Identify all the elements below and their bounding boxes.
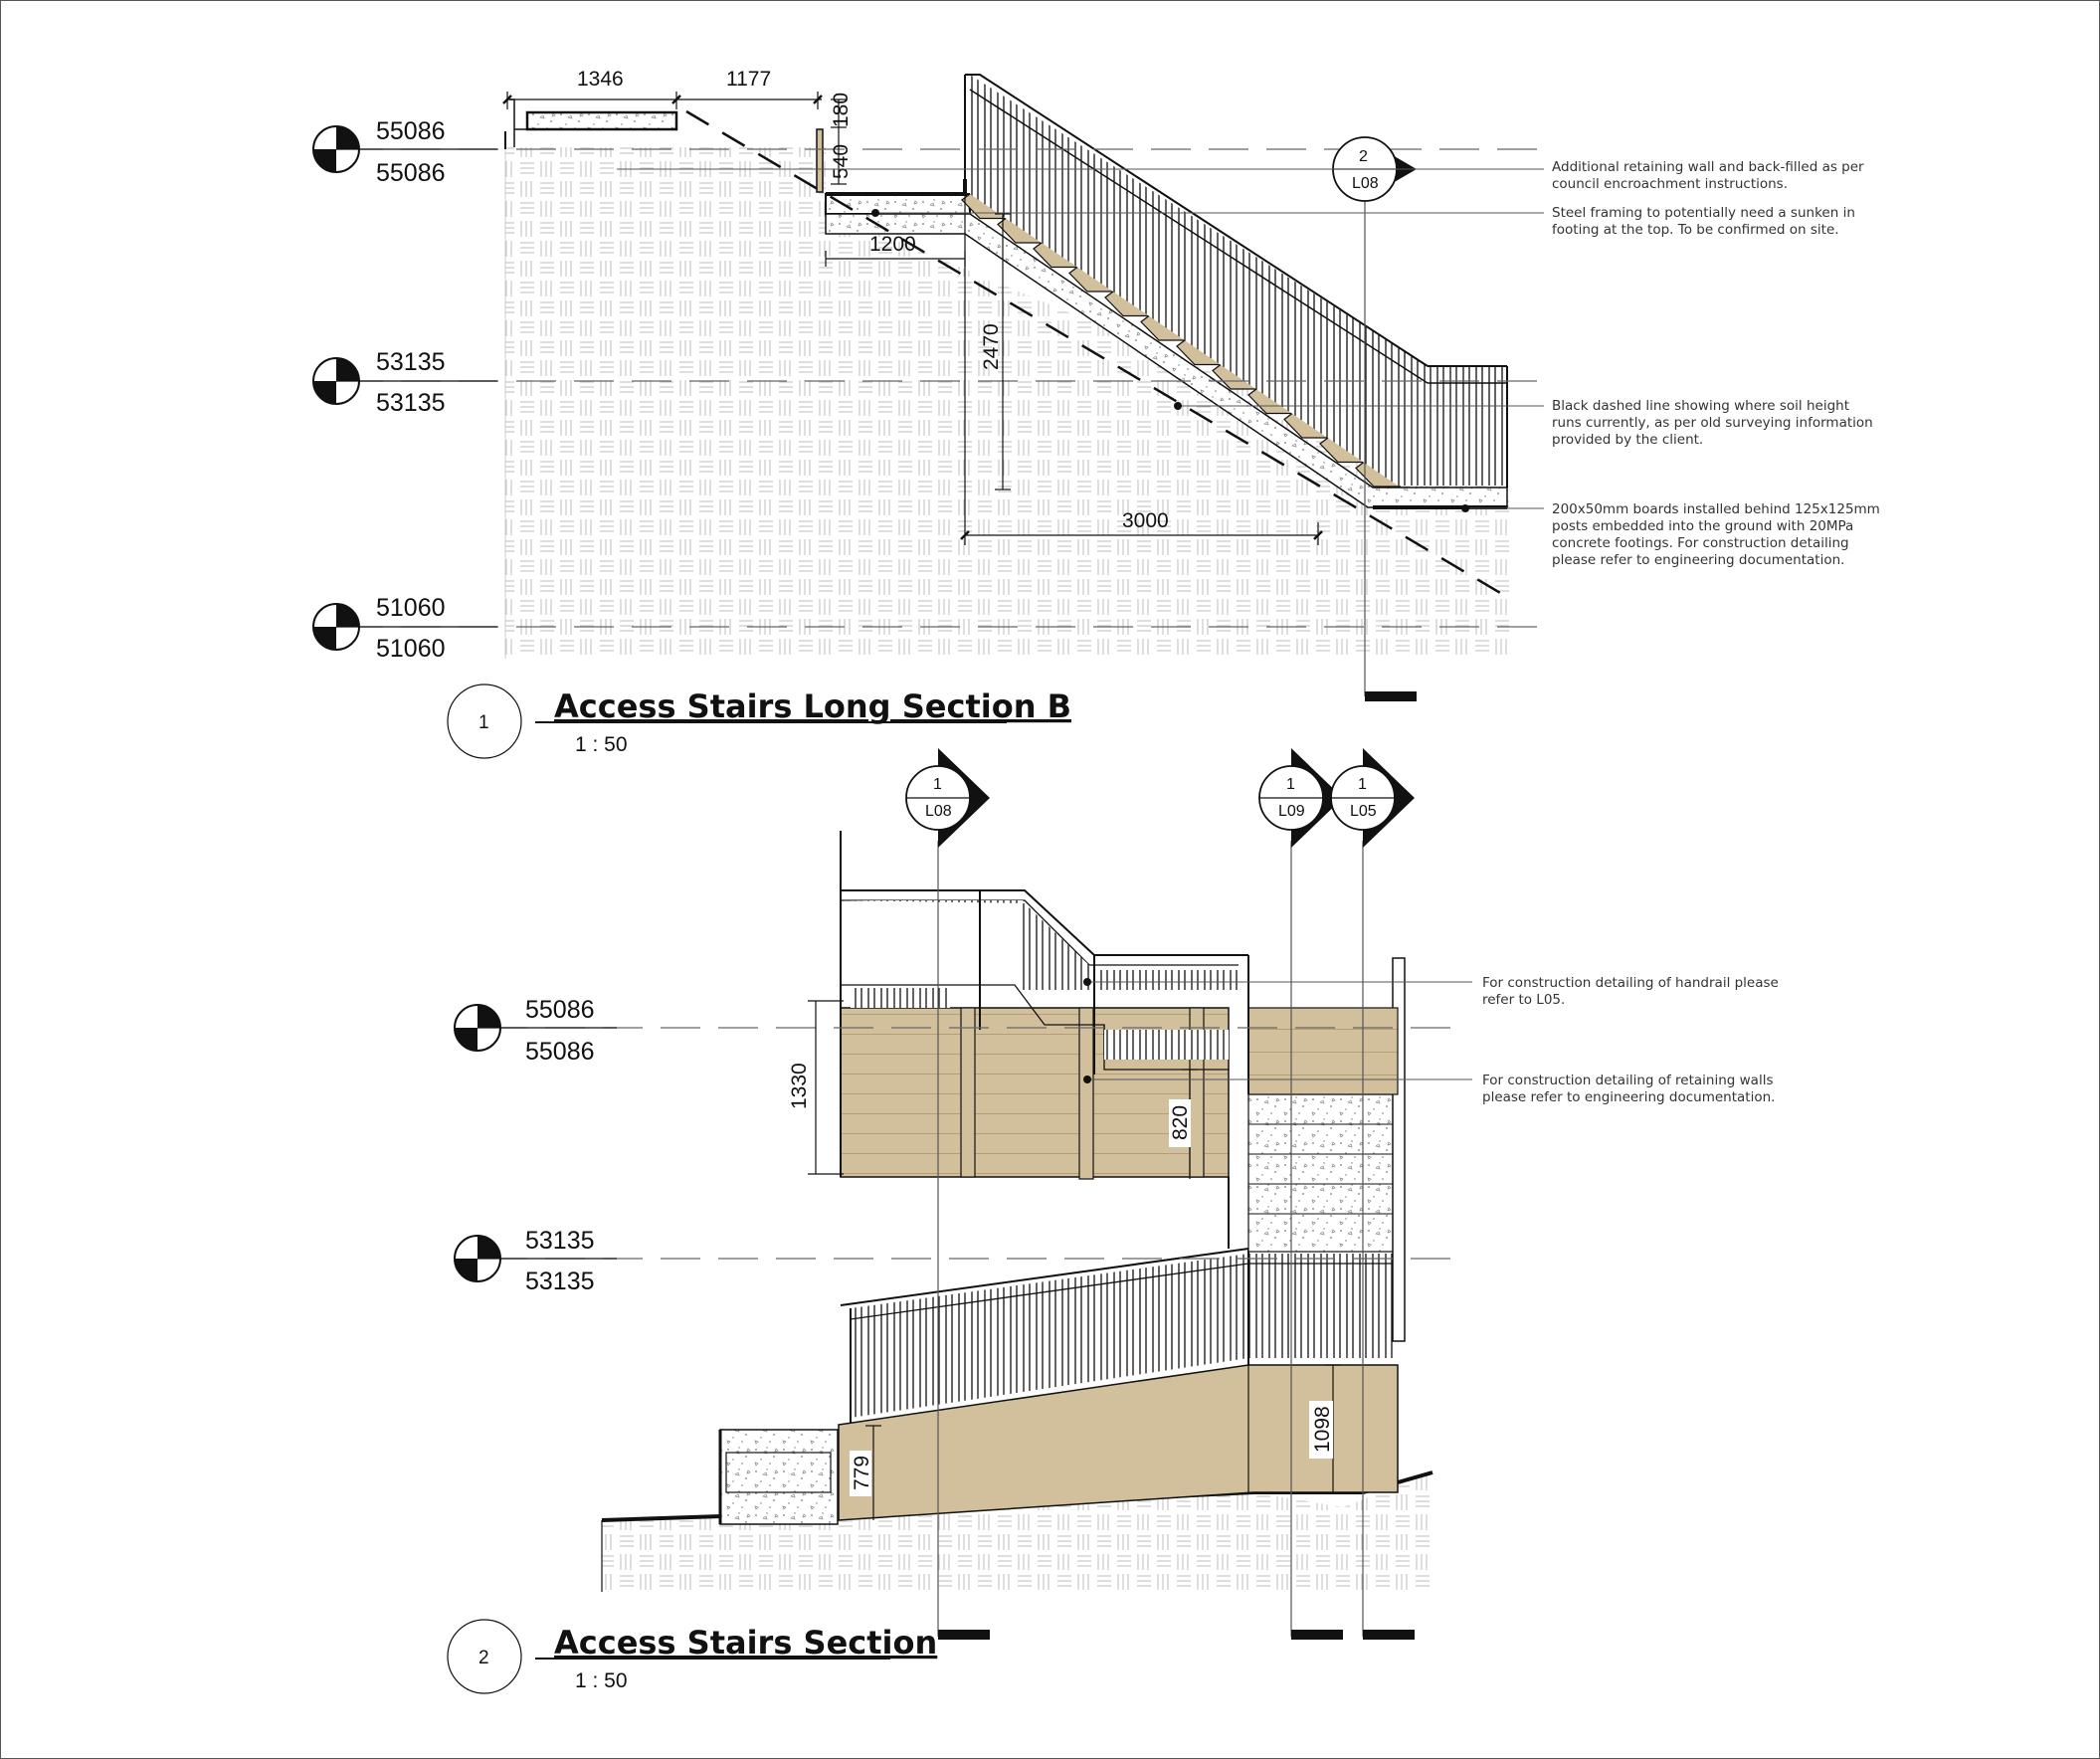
dimension-779: 779 (851, 1456, 873, 1490)
svg-text:55086: 55086 (525, 1038, 595, 1066)
svg-text:1: 1 (933, 776, 942, 793)
svg-text:53135: 53135 (525, 1227, 595, 1255)
svg-text:provided by the client.: provided by the client. (1552, 432, 1703, 448)
dimension-lines (502, 92, 1323, 545)
svg-text:L08: L08 (925, 803, 952, 820)
svg-text:posts embedded into the ground: posts embedded into the ground with 20MP… (1552, 518, 1853, 534)
dimension-1200: 1200 (869, 233, 916, 256)
view-1-long-section: 55086 55086 53135 53135 51060 51060 (312, 68, 1880, 759)
view-number: 1 (478, 712, 489, 733)
view-title-text: Access Stairs Section (554, 1624, 937, 1661)
section-tag-number: 2 (1359, 148, 1368, 165)
svg-text:L05: L05 (1350, 803, 1377, 820)
dimension-1098: 1098 (1311, 1406, 1334, 1453)
svg-text:L09: L09 (1278, 803, 1305, 820)
level-top-label: 55086 (376, 117, 446, 145)
dimension-540: 540 (830, 144, 853, 179)
view-title-1: 1 Access Stairs Long Section B 1 : 50 (447, 684, 1071, 759)
section-tag-1-L05: 1 L05 (1330, 748, 1415, 1640)
level-bottom-label: 51060 (376, 635, 446, 663)
svg-text:concrete footings. For constru: concrete footings. For construction deta… (1552, 535, 1849, 551)
svg-text:For construction detailing of: For construction detailing of handrail p… (1482, 975, 1779, 991)
level-top-label: 51060 (376, 594, 446, 622)
svg-text:please refer to engineering do: please refer to engineering documentatio… (1552, 552, 1844, 568)
note-boards: 200x50mm boards installed behind 125x125… (1552, 501, 1880, 568)
section-tag-1-L08: 1 L08 (905, 748, 990, 1640)
svg-text:refer to L05.: refer to L05. (1482, 992, 1565, 1008)
note-handrail: For construction detailing of handrail p… (1482, 975, 1779, 1008)
level-marker-53135: 53135 53135 (312, 348, 497, 417)
dimension-820: 820 (1169, 1105, 1192, 1140)
level-bottom-label: 55086 (376, 159, 446, 187)
dimension-2470: 2470 (980, 323, 1003, 370)
dimension-1330: 1330 (788, 1063, 811, 1109)
note-soil-line: Black dashed line showing where soil hei… (1552, 398, 1873, 448)
section-tag-1-L09: 1 L09 (1258, 748, 1343, 1640)
view-scale: 1 : 50 (575, 733, 628, 756)
svg-text:please refer to engineering do: please refer to engineering documentatio… (1482, 1089, 1775, 1105)
annotation-leaders (617, 168, 1544, 509)
section-tag-sheet: L08 (1352, 175, 1379, 192)
dimension-1346: 1346 (577, 68, 624, 91)
level-bottom-label: 53135 (376, 389, 446, 417)
level-marker-55086: 55086 55086 (454, 996, 617, 1066)
view-title-text: Access Stairs Long Section B (554, 687, 1071, 725)
view-title-2: 2 Access Stairs Section 1 : 50 (447, 1619, 937, 1694)
svg-text:runs currently, as per old sur: runs currently, as per old surveying inf… (1552, 415, 1873, 431)
svg-text:Additional retaining wall and: Additional retaining wall and back-fille… (1552, 159, 1864, 175)
svg-text:council encroachment instructi: council encroachment instructions. (1552, 176, 1788, 192)
level-marker-55086: 55086 55086 (312, 117, 497, 187)
svg-text:Steel framing to potentially n: Steel framing to potentially need a sunk… (1552, 205, 1855, 221)
level-marker-53135: 53135 53135 (454, 1227, 617, 1295)
dimension-3000: 3000 (1122, 509, 1169, 532)
svg-text:For construction detailing of: For construction detailing of retaining … (1482, 1073, 1774, 1088)
dimension-1177: 1177 (726, 68, 771, 91)
note-steel-framing: Steel framing to potentially need a sunk… (1552, 205, 1855, 238)
svg-text:footing at the top. To be conf: footing at the top. To be confirmed on s… (1552, 222, 1839, 238)
svg-text:200x50mm boards installed behi: 200x50mm boards installed behind 125x125… (1552, 501, 1880, 517)
note-retaining-wall: Additional retaining wall and back-fille… (1552, 159, 1864, 192)
level-marker-51060: 51060 51060 (312, 594, 497, 663)
view-number: 2 (478, 1648, 489, 1668)
svg-text:1: 1 (1286, 776, 1295, 793)
view-scale: 1 : 50 (575, 1669, 628, 1692)
svg-text:55086: 55086 (525, 996, 595, 1024)
svg-text:1: 1 (1358, 776, 1367, 793)
dimension-180: 180 (830, 93, 853, 127)
note-retaining-walls: For construction detailing of retaining … (1482, 1073, 1775, 1105)
svg-text:53135: 53135 (525, 1268, 595, 1295)
svg-text:Black dashed line showing wher: Black dashed line showing where soil hei… (1552, 398, 1849, 414)
view-2-section: 55086 55086 53135 53135 1330 820 779 109… (447, 748, 1779, 1694)
level-top-label: 53135 (376, 348, 446, 376)
